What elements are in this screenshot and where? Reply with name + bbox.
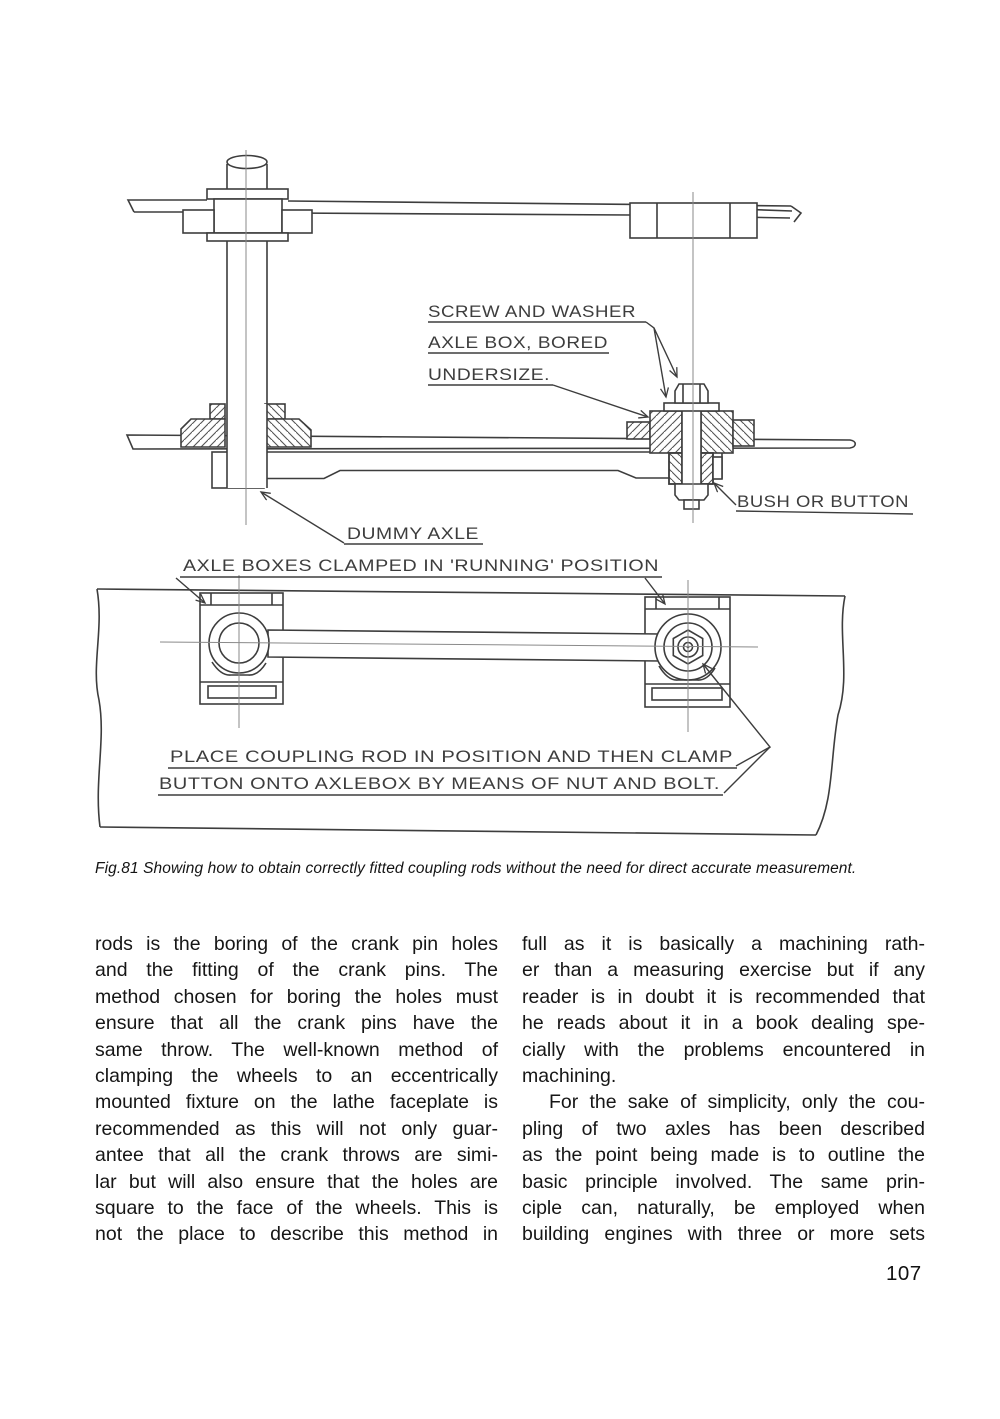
left-axlebox-side: [199, 592, 284, 705]
text-line: ensure that all the crank pins have the: [95, 1012, 498, 1035]
text-line: cially with the problems encountered in: [522, 1038, 925, 1061]
label-leaders: [158, 321, 914, 796]
figure-caption: Fig.81 Showing how to obtain correctly f…: [95, 860, 857, 877]
body-column-2-paragraph-2: For the sake of simplicity, only the cou…: [522, 1089, 925, 1247]
text-line: pling of two axles has been described: [522, 1117, 925, 1140]
text-line: machining.: [522, 1065, 617, 1088]
centerlines-bottom: [159, 575, 759, 732]
text-line: not the place to describe this method in: [95, 1223, 498, 1246]
label-axle-box-bored: AXLE BOX, BORED: [428, 333, 608, 352]
text-line: and the fitting of the crank pins. The: [95, 959, 498, 982]
text-line: full as it is basically a machining rath…: [522, 933, 925, 955]
label-dummy-axle: DUMMY AXLE: [347, 524, 479, 543]
text-line: basic principle involved. The same prin-: [522, 1170, 925, 1193]
coupling-rod-top-view: [263, 451, 723, 480]
body-column-1: rods is the boring of the crank pin hole…: [95, 931, 498, 1248]
label-undersize: UNDERSIZE.: [428, 365, 550, 384]
text-line: rods is the boring of the crank pin hole…: [95, 933, 498, 955]
label-place-coupling-rod-line2: BUTTON ONTO AXLEBOX BY MEANS OF NUT AND …: [159, 774, 720, 793]
bottom-drawing: [95, 575, 846, 836]
page-number: 107: [886, 1262, 922, 1285]
body-column-2: full as it is basically a machining rath…: [522, 931, 925, 1248]
figure-drawing: SCREW AND WASHER AXLE BOX, BORED UNDERSI…: [95, 150, 914, 836]
top-drawing: [125, 150, 857, 525]
text-line: as the point being made is to outline th…: [522, 1144, 925, 1167]
text-line: er than a measuring exercise but if any: [522, 959, 925, 982]
text-line: he reads about it in a book dealing spe-: [522, 1012, 925, 1035]
label-place-coupling-rod-line1: PLACE COUPLING ROD IN POSITION AND THEN …: [170, 747, 733, 766]
body-text: rods is the boring of the crank pin hole…: [95, 931, 925, 1248]
text-line: ciple can, naturally, be employed when: [522, 1197, 925, 1220]
body-column-2-paragraph-1: full as it is basically a machining rath…: [522, 931, 925, 1089]
text-line: For the sake of simplicity, only the cou…: [549, 1091, 925, 1114]
label-bush-or-button: BUSH OR BUTTON: [737, 492, 909, 511]
label-screw-and-washer: SCREW AND WASHER: [428, 302, 636, 321]
right-axlebox-section: [626, 410, 755, 454]
left-hornblock: [182, 188, 313, 242]
hand-labels: SCREW AND WASHER AXLE BOX, BORED UNDERSI…: [159, 302, 909, 793]
text-line: recommended as this will not only guar-: [95, 1117, 498, 1140]
text-line: same throw. The well-known method of: [95, 1038, 498, 1061]
text-line: mounted fixture on the lathe faceplate i…: [95, 1091, 498, 1114]
text-line: building engines with three or more sets: [522, 1223, 925, 1246]
text-line: square to the face of the wheels. This i…: [95, 1197, 498, 1220]
centerlines-top: [245, 150, 694, 525]
text-line: reader is in doubt it is recommended tha…: [522, 985, 925, 1008]
text-line: antee that all the crank throws are simi…: [95, 1144, 498, 1167]
screw-and-washer-shape: [663, 383, 720, 510]
text-line: lar but will also ensure that the holes …: [95, 1170, 498, 1193]
label-axleboxes-clamped: AXLE BOXES CLAMPED IN 'RUNNING' POSITION: [183, 556, 659, 575]
frame-plate-side: [95, 588, 846, 836]
text-line: clamping the wheels to an eccentrically: [95, 1065, 498, 1088]
text-line: method chosen for boring the holes must: [95, 985, 498, 1008]
dummy-axle-shape: [226, 154, 268, 488]
